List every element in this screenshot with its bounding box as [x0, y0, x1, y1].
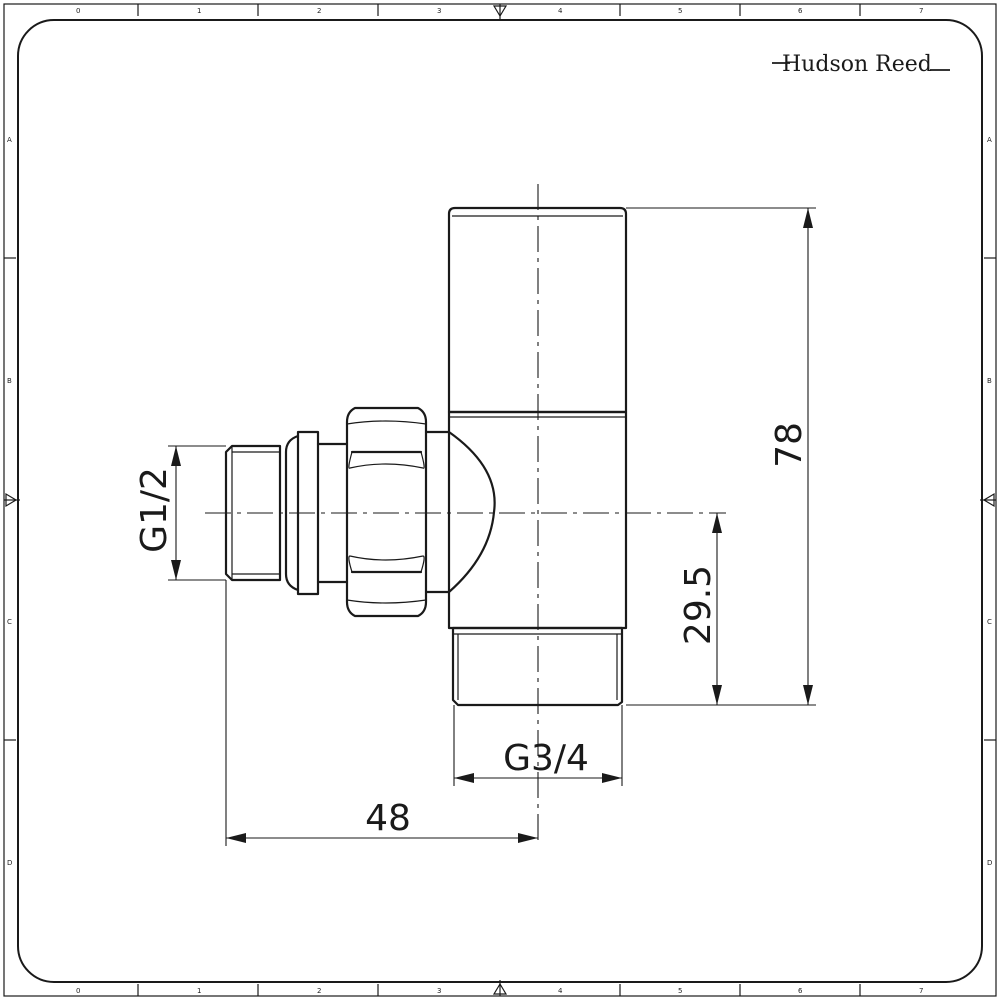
dim-outlet-thread-label: G3/4	[503, 738, 589, 779]
col-label: 0	[76, 7, 80, 15]
row-labels-left: A B C D	[7, 136, 12, 867]
row-label: C	[7, 618, 12, 626]
dim-outlet-thread	[453, 705, 623, 786]
col-label: 6	[798, 987, 803, 995]
tail-collar	[284, 430, 349, 596]
col-label: 7	[919, 7, 923, 15]
col-label: 2	[317, 987, 321, 995]
col-label: 3	[437, 7, 441, 15]
row-label: B	[7, 377, 12, 385]
row-label: D	[7, 859, 12, 867]
brand-name: Hudson Reed	[782, 52, 932, 77]
col-label: 5	[678, 7, 682, 15]
dim-inlet-thread	[168, 445, 226, 581]
row-label: A	[7, 136, 12, 144]
col-label: 3	[437, 987, 441, 995]
centering-marks	[4, 4, 996, 996]
column-labels-top: 0 1 2 3 4 5 6 7	[76, 7, 923, 15]
col-label: 0	[76, 987, 80, 995]
row-label: D	[987, 859, 992, 867]
dim-inlet-thread-label: G1/2	[134, 467, 175, 553]
dim-width	[225, 580, 538, 846]
column-labels-bottom: 0 1 2 3 4 5 6 7	[76, 987, 923, 995]
dim-height-center-label: 29.5	[678, 565, 719, 645]
col-label: 2	[317, 7, 321, 15]
row-label: B	[987, 377, 992, 385]
row-label: C	[987, 618, 992, 626]
col-label: 6	[798, 7, 803, 15]
col-label: 1	[197, 987, 201, 995]
dim-height-total	[626, 207, 816, 706]
dim-height-total-label: 78	[769, 422, 810, 468]
row-labels-right: A B C D	[987, 136, 992, 867]
dim-height-center	[712, 513, 722, 705]
inlet-thread	[224, 444, 282, 582]
col-label: 5	[678, 987, 682, 995]
top-border-ticks	[4, 4, 996, 996]
col-label: 4	[558, 987, 563, 995]
dim-width-label: 48	[365, 798, 411, 839]
row-label: A	[987, 136, 992, 144]
hex-nut	[345, 406, 428, 618]
brand-logo: Hudson Reed	[772, 52, 950, 77]
col-label: 7	[919, 987, 923, 995]
valve-shoulder	[424, 430, 496, 594]
outlet-thread	[451, 626, 624, 707]
col-label: 1	[197, 7, 201, 15]
col-label: 4	[558, 7, 563, 15]
